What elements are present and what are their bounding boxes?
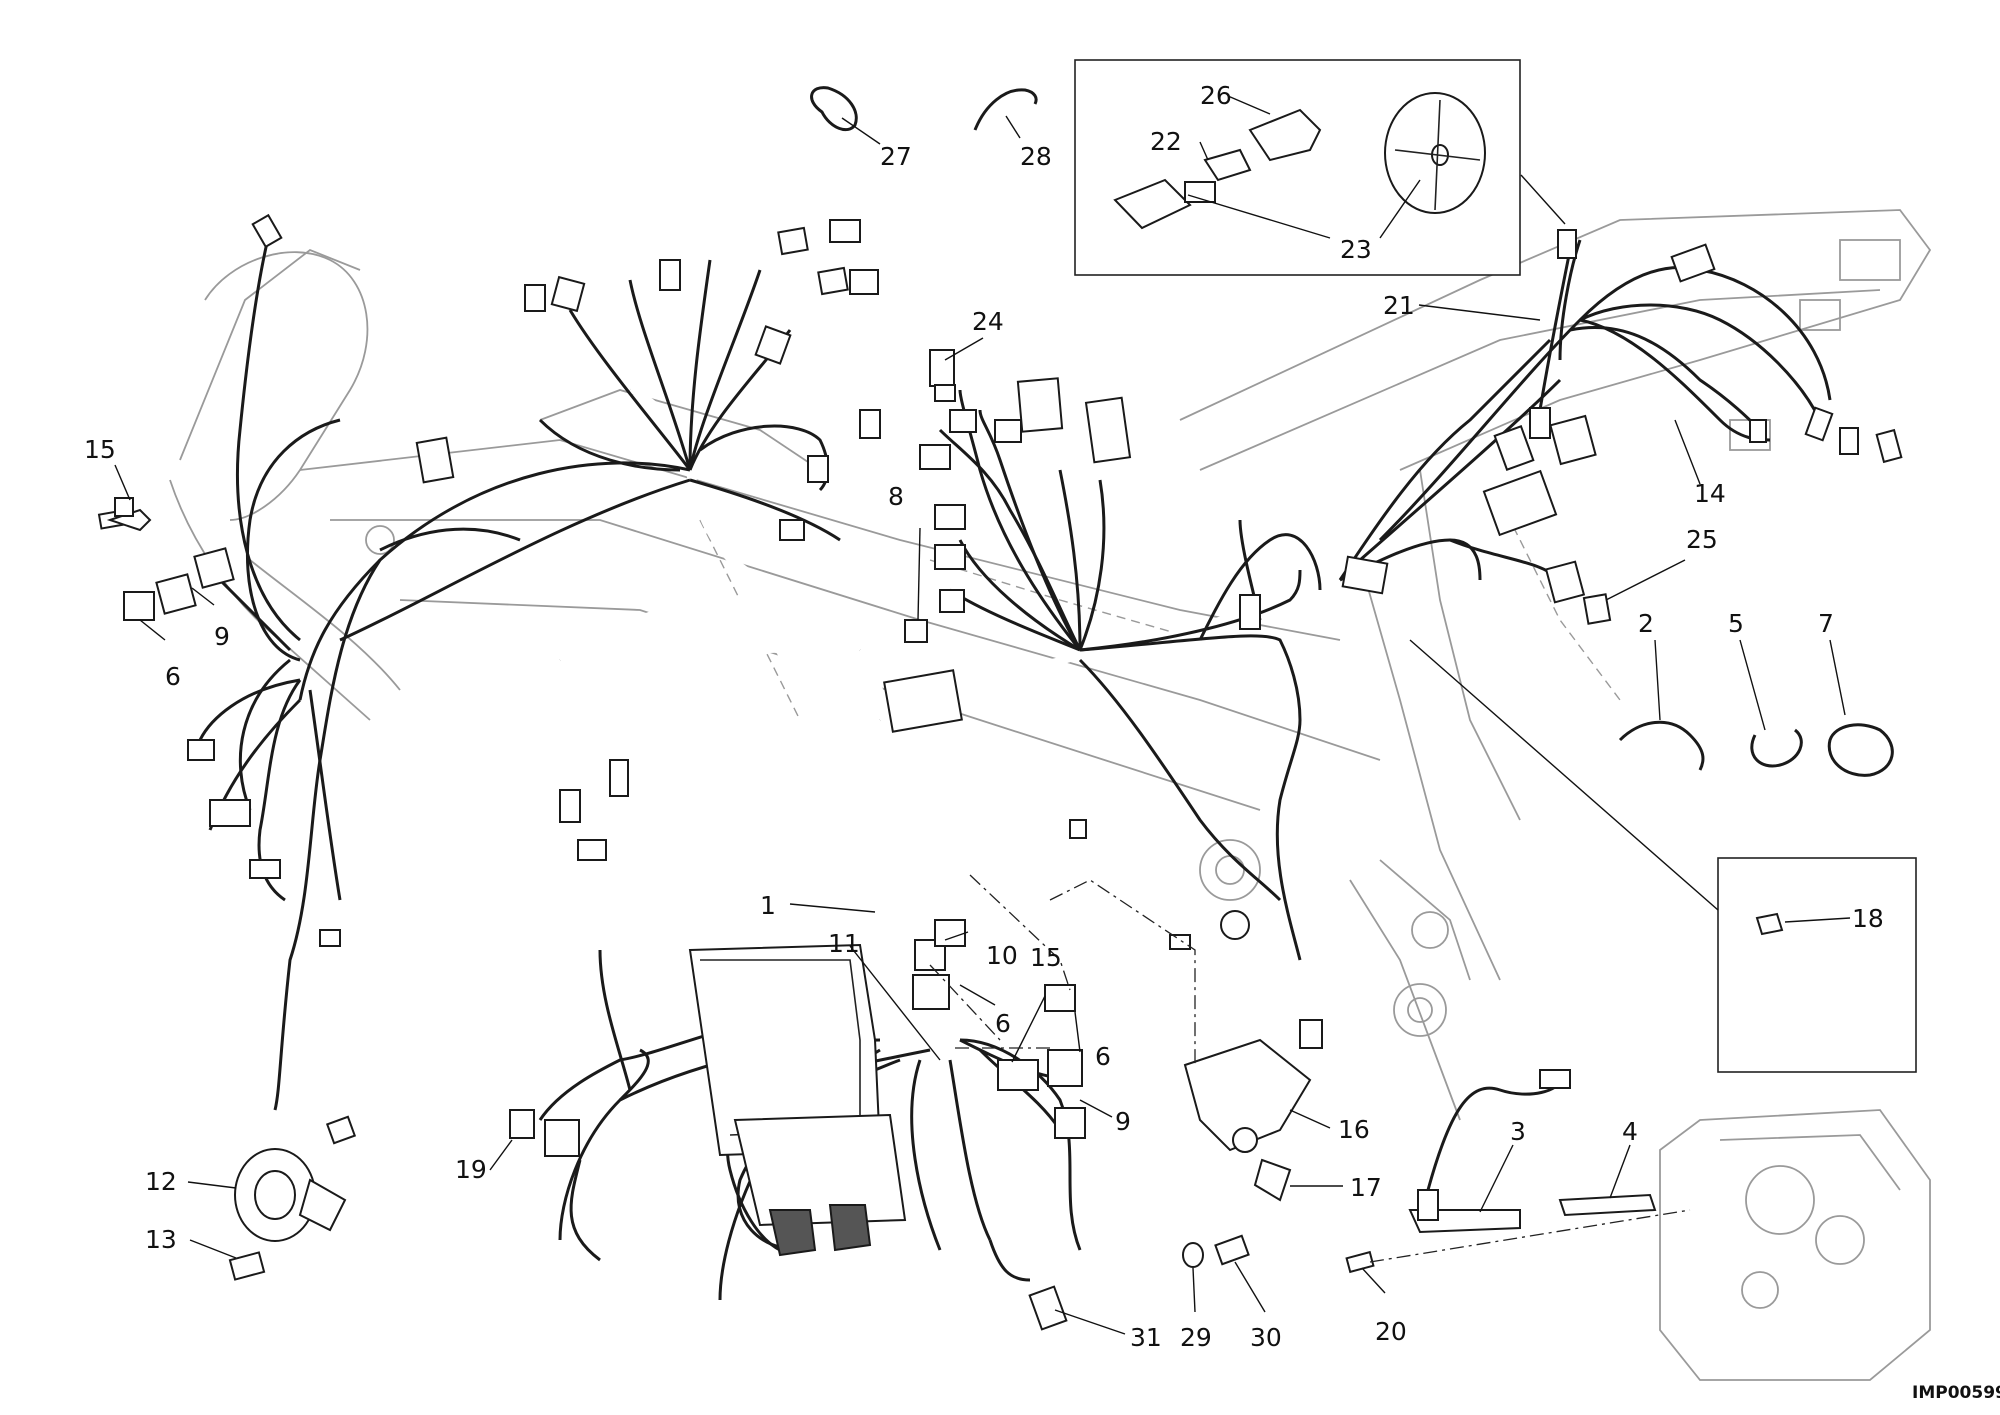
callout-6-center: 6 (995, 1009, 1011, 1038)
callout-13: 13 (145, 1225, 177, 1254)
callout-5: 5 (1728, 609, 1744, 638)
callout-25: 25 (1686, 525, 1718, 554)
loose-parts (97, 86, 1931, 1381)
callout-15-center: 15 (1030, 943, 1062, 972)
callout-19: 19 (455, 1155, 487, 1184)
main-wiring-harness (198, 229, 1832, 1301)
callout-22: 22 (1150, 127, 1182, 156)
callout-10: 10 (986, 941, 1018, 970)
callout-29: 29 (1180, 1323, 1212, 1352)
callout-12: 12 (145, 1167, 177, 1196)
drawing-code: IMP00599 (1912, 1383, 2000, 1403)
callout-17: 17 (1350, 1173, 1382, 1202)
callout-7: 7 (1818, 609, 1834, 638)
callout-27: 27 (880, 142, 912, 171)
callout-11: 11 (828, 929, 860, 958)
callout-18: 18 (1852, 904, 1884, 933)
callout-24: 24 (972, 307, 1004, 336)
callout-labels: 27 28 26 22 23 21 24 15 9 6 8 14 25 2 5 … (84, 81, 2000, 1403)
harness-connectors (187, 213, 1903, 1145)
callout-15-left: 15 (84, 435, 116, 464)
callout-26: 26 (1200, 81, 1232, 110)
callout-4: 4 (1622, 1117, 1638, 1146)
callout-20: 20 (1375, 1317, 1407, 1346)
callout-30: 30 (1250, 1323, 1282, 1352)
callout-8: 8 (888, 482, 904, 511)
leader-lines (114, 95, 1851, 1335)
callout-9-left: 9 (214, 622, 230, 651)
callout-21: 21 (1383, 291, 1415, 320)
callout-14: 14 (1694, 479, 1726, 508)
inset-box-part-18 (1717, 857, 1917, 1073)
callout-23: 23 (1340, 235, 1372, 264)
callout-6-right: 6 (1095, 1042, 1111, 1071)
callout-3: 3 (1510, 1117, 1526, 1146)
callout-6-left: 6 (165, 662, 181, 691)
callout-28: 28 (1020, 142, 1052, 171)
callout-1: 1 (760, 891, 776, 920)
inset-box-parts-21-26 (1074, 59, 1521, 276)
callout-9-center: 9 (1115, 1107, 1131, 1136)
callout-16: 16 (1338, 1115, 1370, 1144)
callout-31: 31 (1130, 1323, 1162, 1352)
callout-2: 2 (1638, 609, 1654, 638)
